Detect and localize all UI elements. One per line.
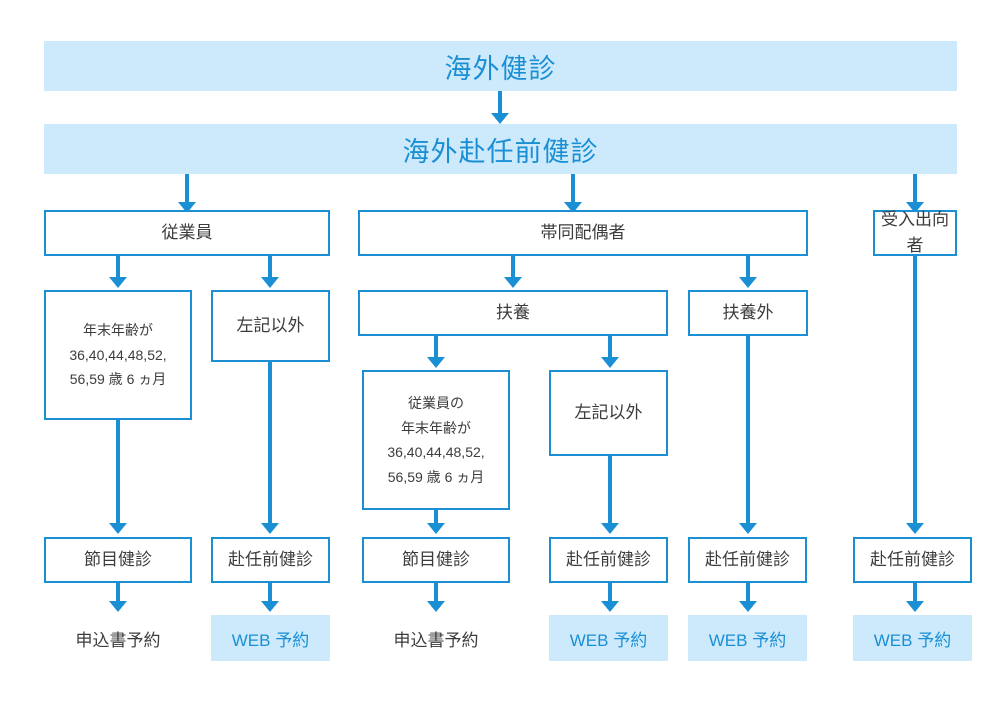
arrowhead-nondependent-exam [739, 523, 757, 534]
node-seconded[interactable]: 受入出向者 [873, 210, 957, 256]
arrowhead-exam4-booking4 [601, 601, 619, 612]
connector-dependent-other-exam [608, 456, 612, 526]
node-exam-pre-assignment-4-label: 赴任前健診 [870, 549, 955, 569]
connector-dependent-other [608, 336, 612, 360]
connector-employee-age-exam [116, 420, 120, 526]
arrowhead-exam6-booking6 [906, 601, 924, 612]
connector-nondependent-exam [746, 336, 750, 526]
node-exam-pre-assignment-1[interactable]: 赴任前健診 [211, 537, 330, 583]
connector-banner2-seconded [913, 174, 917, 205]
node-exam-pre-assignment-2[interactable]: 赴任前健診 [549, 537, 668, 583]
arrowhead-dependent-age [427, 357, 445, 368]
arrowhead-dependent-other [601, 357, 619, 368]
node-spouse-label: 帯同配偶者 [540, 222, 626, 242]
arrowhead-exam1-booking1 [109, 601, 127, 612]
banner-pre-assignment-checkup-label: 海外赴任前健診 [402, 136, 599, 167]
node-booking-paper-2-label: 申込書予約 [393, 630, 479, 650]
node-booking-paper-1[interactable]: 申込書予約 [44, 615, 192, 661]
node-exam-pre-assignment-2-label: 赴任前健診 [566, 549, 651, 569]
node-exam-milestone-2[interactable]: 節目健診 [362, 537, 510, 583]
node-exam-pre-assignment-3[interactable]: 赴任前健診 [688, 537, 807, 583]
node-dependent-other[interactable]: 左記以外 [549, 370, 668, 456]
arrowhead-spouse-nondependent [739, 277, 757, 288]
node-employee-other[interactable]: 左記以外 [211, 290, 330, 362]
node-dependent-other-label: 左記以外 [574, 402, 643, 422]
node-exam-milestone-1[interactable]: 節目健診 [44, 537, 192, 583]
node-dependent-label: 扶養 [496, 302, 530, 322]
arrowhead-employee-other-exam [261, 523, 279, 534]
connector-banner2-spouse [571, 174, 575, 205]
node-exam-pre-assignment-1-label: 赴任前健診 [228, 549, 313, 569]
node-employee[interactable]: 従業員 [44, 210, 330, 256]
node-booking-web-2-label: WEB 予約 [569, 630, 648, 650]
node-employee-age-label: 年末年齢が 36,40,44,48,52, 56,59 歳 6 ヵ月 [69, 322, 167, 388]
node-booking-web-4[interactable]: WEB 予約 [853, 615, 972, 661]
banner-overseas-checkup: 海外健診 [44, 41, 957, 91]
node-booking-web-1-label: WEB 予約 [231, 630, 310, 650]
node-booking-paper-1-label: 申込書予約 [75, 630, 161, 650]
connector-spouse-dependent [511, 256, 515, 280]
connector-exam2-booking2 [268, 583, 272, 604]
node-employee-other-label: 左記以外 [236, 315, 305, 335]
connector-dependent-age-exam [434, 510, 438, 526]
connector-exam1-booking1 [116, 583, 120, 604]
node-booking-paper-2[interactable]: 申込書予約 [362, 615, 510, 661]
arrowhead-employee-other [261, 277, 279, 288]
node-dependent-age-label: 従業員の 年末年齢が 36,40,44,48,52, 56,59 歳 6 ヵ月 [387, 395, 485, 485]
node-exam-pre-assignment-4[interactable]: 赴任前健診 [853, 537, 972, 583]
node-exam-pre-assignment-3-label: 赴任前健診 [705, 549, 790, 569]
node-non-dependent-label: 扶養外 [722, 302, 774, 322]
arrowhead-seconded-exam [906, 523, 924, 534]
arrowhead-banner2-seconded [906, 202, 924, 213]
connector-employee-age [116, 256, 120, 280]
node-dependent[interactable]: 扶養 [358, 290, 668, 336]
connector-exam5-booking5 [746, 583, 750, 604]
arrowhead-banner1-banner2 [491, 113, 509, 124]
node-non-dependent[interactable]: 扶養外 [688, 290, 808, 336]
node-exam-milestone-2-label: 節目健診 [402, 549, 470, 569]
connector-exam6-booking6 [913, 583, 917, 604]
banner-overseas-checkup-label: 海外健診 [444, 53, 557, 84]
connector-banner1-banner2 [498, 91, 502, 116]
node-spouse[interactable]: 帯同配偶者 [358, 210, 808, 256]
arrowhead-banner2-spouse [564, 202, 582, 213]
connector-exam3-booking3 [434, 583, 438, 604]
arrowhead-dependent-other-exam [601, 523, 619, 534]
node-seconded-label: 受入出向者 [881, 209, 949, 255]
node-booking-web-4-label: WEB 予約 [873, 630, 952, 650]
node-employee-age[interactable]: 年末年齢が 36,40,44,48,52, 56,59 歳 6 ヵ月 [44, 290, 192, 420]
arrowhead-exam5-booking5 [739, 601, 757, 612]
arrowhead-banner2-employee [178, 202, 196, 213]
node-booking-web-2[interactable]: WEB 予約 [549, 615, 668, 661]
node-dependent-age[interactable]: 従業員の 年末年齢が 36,40,44,48,52, 56,59 歳 6 ヵ月 [362, 370, 510, 510]
connector-employee-other [268, 256, 272, 280]
node-exam-milestone-1-label: 節目健診 [84, 549, 152, 569]
arrowhead-exam2-booking2 [261, 601, 279, 612]
arrowhead-spouse-dependent [504, 277, 522, 288]
connector-spouse-nondependent [746, 256, 750, 280]
arrowhead-employee-age-exam [109, 523, 127, 534]
arrowhead-exam3-booking3 [427, 601, 445, 612]
node-booking-web-1[interactable]: WEB 予約 [211, 615, 330, 661]
banner-pre-assignment-checkup: 海外赴任前健診 [44, 124, 957, 174]
connector-employee-other-exam [268, 362, 272, 526]
connector-exam4-booking4 [608, 583, 612, 604]
connector-seconded-exam [913, 256, 917, 526]
connector-banner2-employee [185, 174, 189, 205]
node-employee-label: 従業員 [161, 222, 213, 242]
arrowhead-employee-age [109, 277, 127, 288]
node-booking-web-3[interactable]: WEB 予約 [688, 615, 807, 661]
connector-dependent-age [434, 336, 438, 360]
arrowhead-dependent-age-exam [427, 523, 445, 534]
node-booking-web-3-label: WEB 予約 [708, 630, 787, 650]
